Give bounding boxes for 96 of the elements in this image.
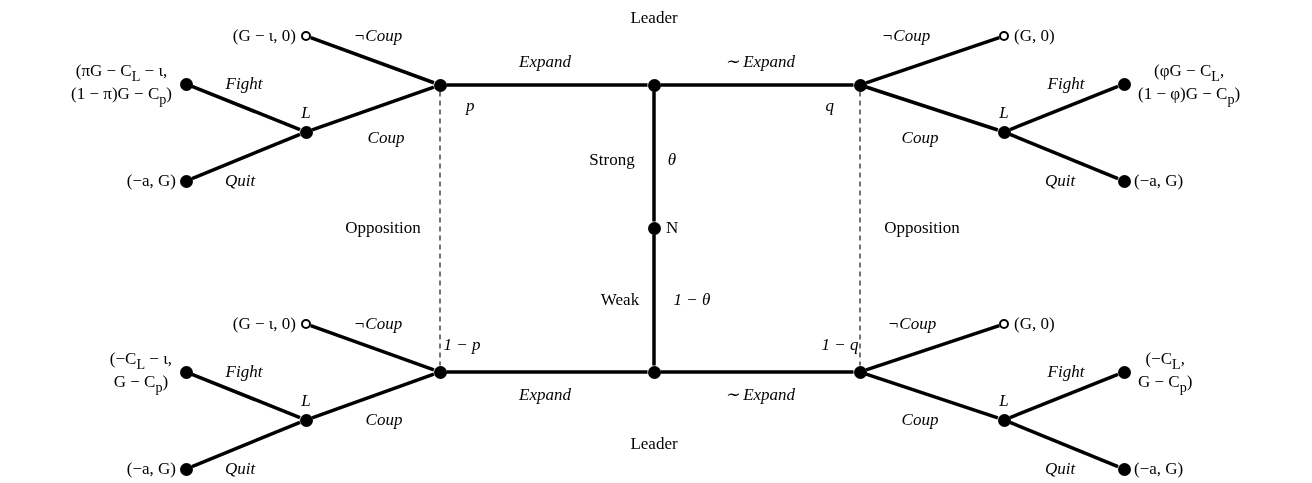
- edge-label: Fight: [225, 362, 263, 382]
- tree-branch: [652, 234, 656, 366]
- tree-branch: [191, 420, 301, 469]
- terminal-ring: [301, 319, 311, 329]
- player-label: Leader: [630, 434, 678, 454]
- edge-label: Coup: [367, 128, 405, 148]
- player-label: Leader: [630, 8, 678, 28]
- tree-branch: [310, 324, 435, 372]
- edge-label: ∼ Expand: [724, 385, 796, 405]
- payoff-label: (−a, G): [1134, 171, 1184, 191]
- decision-node: [853, 78, 867, 92]
- edge-label: Coup: [901, 410, 939, 430]
- edge-label: Fight: [1047, 362, 1085, 382]
- player-label: L: [999, 391, 1009, 411]
- payoff-label: (−a, G): [1134, 459, 1184, 479]
- edge-label: Quit: [1044, 171, 1076, 191]
- tree-branch: [865, 372, 999, 420]
- payoff-label: p: [466, 96, 475, 116]
- tree-branch: [1009, 84, 1119, 132]
- probability-label: θ: [667, 150, 677, 170]
- tree-branch: [865, 85, 999, 132]
- payoff-label: N: [666, 218, 679, 238]
- edge-label: Fight: [1047, 74, 1085, 94]
- decision-node: [433, 78, 447, 92]
- edge-label: Quit: [1044, 459, 1076, 479]
- decision-node: [299, 413, 313, 427]
- payoff-label: (−C$_{L}$ − ι, G − C$_{p}$): [109, 349, 172, 395]
- edge-label: Coup: [365, 410, 403, 430]
- edge-label: Quit: [224, 171, 256, 191]
- decision-node: [853, 365, 867, 379]
- decision-node: [179, 174, 193, 188]
- tree-branch: [191, 372, 301, 420]
- terminal-ring: [301, 31, 311, 41]
- payoff-label: (G − ι, 0): [232, 26, 296, 46]
- tree-branch: [446, 370, 648, 374]
- decision-node: [299, 125, 313, 139]
- tree-branch: [660, 83, 854, 87]
- edge-label: ¬Coup: [887, 314, 937, 334]
- edge-label: Weak: [600, 290, 640, 310]
- payoff-label: (−a, G): [126, 459, 176, 479]
- decision-node: [179, 462, 193, 476]
- tree-branch: [191, 132, 301, 181]
- tree-branch: [865, 323, 1000, 372]
- decision-node: [997, 125, 1011, 139]
- information-set-line: [859, 90, 861, 367]
- edge-label: Quit: [224, 459, 256, 479]
- tree-branch: [311, 372, 435, 420]
- tree-branch: [652, 91, 656, 222]
- player-label: L: [999, 103, 1009, 123]
- tree-branch: [311, 85, 435, 132]
- edge-label: ¬Coup: [881, 26, 931, 46]
- payoff-label: q: [825, 96, 834, 116]
- payoff-label: (G − ι, 0): [232, 314, 296, 334]
- edge-label: Opposition: [884, 218, 960, 238]
- payoff-label: (πG − C$_{L}$ − ι, (1 − π)G − C$_{p}$): [71, 61, 172, 107]
- payoff-label: (−C$_{L}$, G − C$_{p}$): [1138, 349, 1193, 395]
- edge-label: ¬Coup: [353, 314, 403, 334]
- decision-node: [1117, 365, 1131, 379]
- decision-node: [433, 365, 447, 379]
- decision-node: [1117, 77, 1131, 91]
- decision-node: [647, 365, 661, 379]
- decision-node: [1117, 462, 1131, 476]
- player-label: 1 − p: [443, 335, 481, 355]
- tree-branch: [191, 84, 301, 132]
- terminal-ring: [999, 319, 1009, 329]
- edge-label: Expand: [519, 385, 571, 405]
- decision-node: [179, 365, 193, 379]
- tree-branch: [1009, 132, 1119, 181]
- payoff-label: (φG − C$_{L}$, (1 − φ)G − C$_{p}$): [1138, 61, 1241, 107]
- edge-label: Strong: [589, 150, 635, 170]
- tree-branch: [1009, 372, 1119, 420]
- edge-label: Opposition: [345, 218, 421, 238]
- decision-node: [179, 77, 193, 91]
- edge-label: Coup: [901, 128, 939, 148]
- probability-label: 1 − θ: [673, 290, 711, 310]
- payoff-label: (G, 0): [1014, 314, 1055, 334]
- tree-branch: [446, 83, 648, 87]
- edge-label: ¬Coup: [353, 26, 403, 46]
- player-label: L: [301, 103, 311, 123]
- tree-branch: [660, 370, 854, 374]
- player-label: L: [301, 391, 311, 411]
- tree-branch: [865, 35, 1000, 85]
- payoff-label: (G, 0): [1014, 26, 1055, 46]
- player-label: 1 − q: [821, 335, 859, 355]
- payoff-label: (−a, G): [126, 171, 176, 191]
- decision-node: [647, 221, 661, 235]
- edge-label: Fight: [225, 74, 263, 94]
- information-set-line: [439, 90, 441, 367]
- decision-node: [647, 78, 661, 92]
- terminal-ring: [999, 31, 1009, 41]
- decision-node: [1117, 174, 1131, 188]
- edge-label: Expand: [519, 52, 571, 72]
- tree-branch: [1009, 420, 1119, 469]
- edge-label: ∼ Expand: [724, 52, 796, 72]
- decision-node: [997, 413, 1011, 427]
- tree-branch: [310, 36, 435, 85]
